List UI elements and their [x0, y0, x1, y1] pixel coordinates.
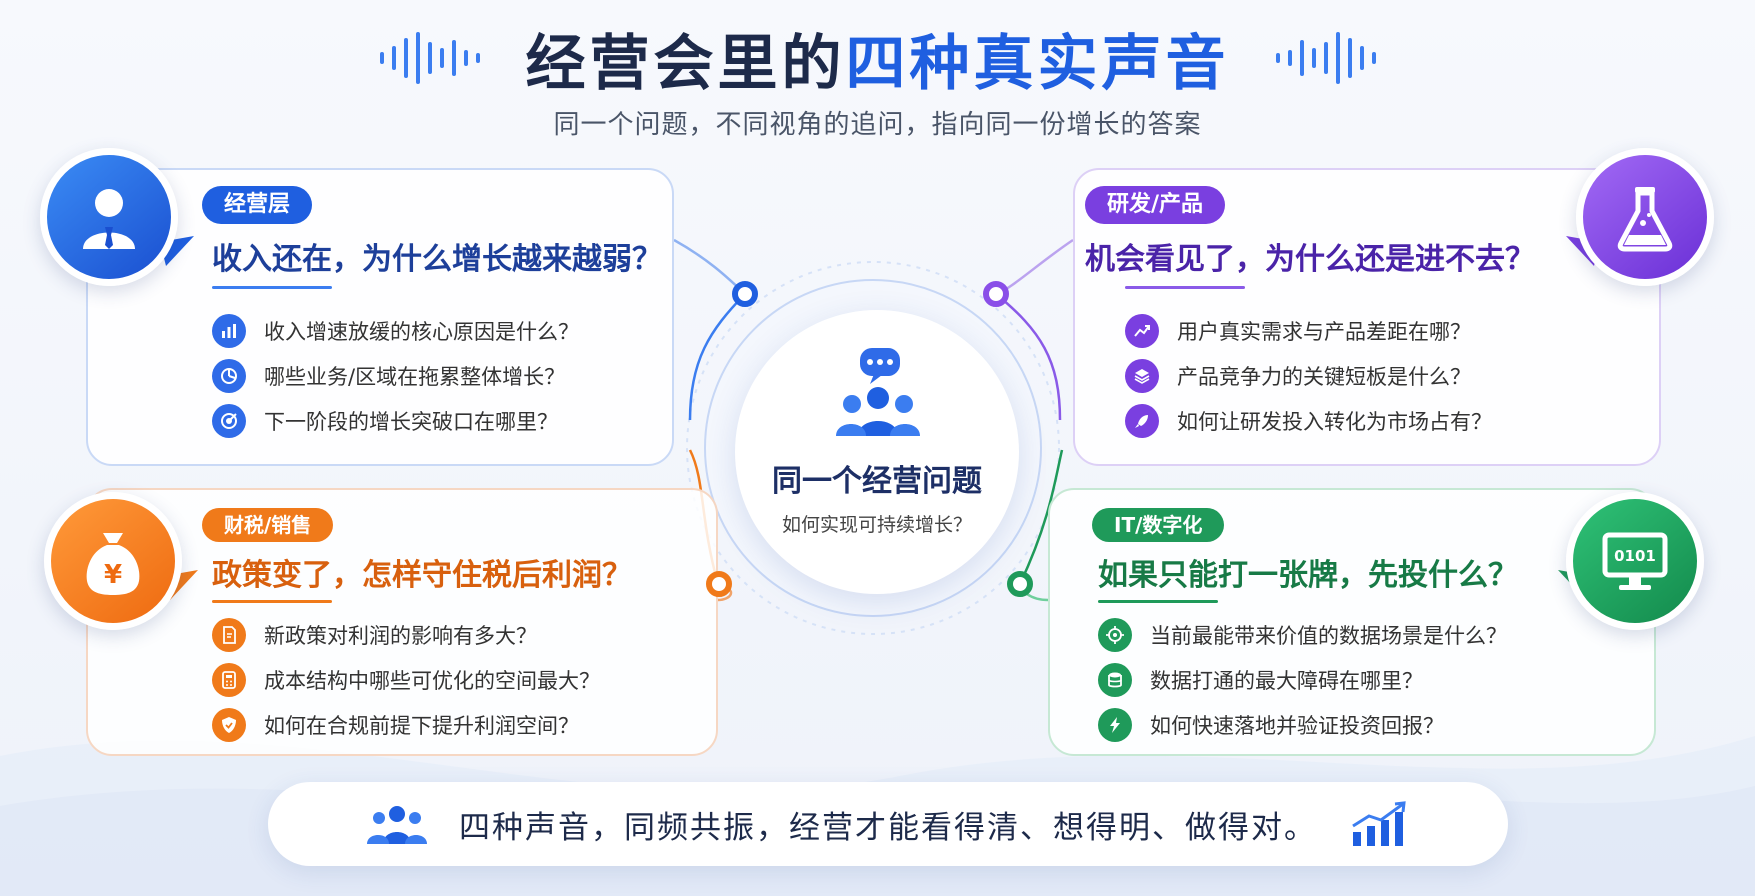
item-text: 如何在合规前提下提升利润空间？: [264, 713, 579, 738]
headline-executive: 收入还在，为什么增长越来越弱？: [212, 242, 662, 277]
team-icon: [367, 806, 427, 844]
tag-finance: 财税/销售: [202, 508, 334, 542]
monitor-icon: 0101: [1602, 532, 1668, 590]
lightning-icon: [1098, 707, 1132, 742]
tag-it: IT/数字化: [1092, 508, 1225, 542]
item-text: 下一阶段的增长突破口在哪里？: [264, 409, 558, 434]
sound-wave-icon: [379, 32, 480, 84]
avatar-rd: [1576, 148, 1714, 286]
card-rd: 研发/产品 机会看见了，为什么还是进不去？ 用户真实需求与产品差距在哪？ 产品竞…: [1073, 168, 1661, 466]
item-text: 如何让研发投入转化为市场占有？: [1177, 409, 1492, 434]
card-executive: 经营层 收入还在，为什么增长越来越弱？ 收入增速放缓的核心原因是什么？ 哪些业务…: [86, 168, 674, 466]
database-icon: [1098, 662, 1132, 697]
divider-executive: [212, 286, 332, 289]
list-executive: 收入增速放缓的核心原因是什么？ 哪些业务/区域在拖累整体增长？ 下一阶段的增长突…: [212, 308, 579, 443]
list-item: 用户真实需求与产品差距在哪？: [1125, 308, 1492, 353]
bar-chart-icon: [212, 313, 246, 348]
center-subtitle: 如何实现可持续增长？: [781, 514, 972, 536]
title-part2-highlight: 四种真实声音: [845, 28, 1230, 99]
divider-finance: [212, 600, 332, 603]
monitor-code-text: 0101: [1614, 547, 1656, 565]
item-text: 数据打通的最大障碍在哪里？: [1150, 668, 1423, 693]
shield-icon: [212, 707, 246, 742]
avatar-finance: ¥: [44, 492, 182, 630]
page-title: 经营会里的四种真实声音: [526, 15, 1230, 102]
pie-chart-icon: [212, 358, 246, 393]
rocket-icon: [1125, 403, 1159, 438]
item-text: 当前最能带来价值的数据场景是什么？: [1150, 623, 1507, 648]
headline-it: 如果只能打一张牌，先投什么？: [1098, 558, 1518, 593]
item-text: 哪些业务/区域在拖累整体增长？: [264, 364, 566, 389]
list-item: 如何让研发投入转化为市场占有？: [1125, 398, 1492, 443]
item-text: 成本结构中哪些可优化的空间最大？: [264, 668, 600, 693]
headline-finance: 政策变了，怎样守住税后利润？: [212, 558, 632, 593]
center-title: 同一个经营问题: [772, 464, 982, 499]
list-item: 如何在合规前提下提升利润空间？: [212, 702, 600, 747]
title-part1: 经营会里的: [525, 28, 846, 99]
tag-rd: 研发/产品: [1085, 186, 1226, 224]
money-bag-icon: ¥: [86, 533, 140, 595]
connector-node-finance: [706, 571, 732, 597]
list-it: 当前最能带来价值的数据场景是什么？ 数据打通的最大障碍在哪里？ 如何快速落地并验…: [1098, 612, 1507, 747]
footer-text: 四种声音，同频共振，经营才能看得清、想得明、做得对。: [459, 809, 1317, 846]
item-text: 用户真实需求与产品差距在哪？: [1177, 319, 1471, 344]
growth-chart-icon: [1352, 801, 1406, 846]
list-item: 新政策对利润的影响有多大？: [212, 612, 600, 657]
list-item: 如何快速落地并验证投资回报？: [1098, 702, 1507, 747]
calculator-icon: [212, 662, 246, 697]
card-finance: 财税/销售 政策变了，怎样守住税后利润？ 新政策对利润的影响有多大？ 成本结构中…: [86, 488, 718, 756]
list-item: 哪些业务/区域在拖累整体增长？: [212, 353, 579, 398]
item-text: 产品竞争力的关键短板是什么？: [1177, 364, 1471, 389]
list-item: 收入增速放缓的核心原因是什么？: [212, 308, 579, 353]
layers-icon: [1125, 358, 1159, 393]
avatar-executive: [40, 148, 178, 286]
card-it: IT/数字化 如果只能打一张牌，先投什么？ 当前最能带来价值的数据场景是什么？ …: [1048, 488, 1656, 756]
connector-node-it: [1007, 571, 1033, 597]
divider-rd: [1125, 286, 1245, 289]
business-person-icon: [83, 189, 135, 249]
sound-wave-icon: [1275, 32, 1376, 84]
crosshair-icon: [1098, 617, 1132, 652]
page-subtitle: 同一个问题，不同视角的追问，指向同一份增长的答案: [553, 110, 1202, 140]
flask-icon: [1617, 187, 1673, 252]
connector-node-rd: [983, 281, 1009, 307]
headline-rd: 机会看见了，为什么还是进不去？: [1085, 242, 1535, 277]
list-item: 下一阶段的增长突破口在哪里？: [212, 398, 579, 443]
tag-executive: 经营层: [202, 186, 313, 224]
document-icon: [212, 617, 246, 652]
avatar-it: 0101: [1566, 492, 1704, 630]
team-discussion-icon: [836, 348, 920, 436]
svg-text:¥: ¥: [104, 560, 122, 590]
target-icon: [212, 403, 246, 438]
item-text: 新政策对利润的影响有多大？: [264, 623, 537, 648]
footer-bar: 四种声音，同频共振，经营才能看得清、想得明、做得对。: [268, 782, 1508, 866]
trend-icon: [1125, 313, 1159, 348]
list-finance: 新政策对利润的影响有多大？ 成本结构中哪些可优化的空间最大？ 如何在合规前提下提…: [212, 612, 600, 747]
divider-it: [1098, 600, 1218, 603]
list-rd: 用户真实需求与产品差距在哪？ 产品竞争力的关键短板是什么？ 如何让研发投入转化为…: [1125, 308, 1492, 443]
item-text: 如何快速落地并验证投资回报？: [1150, 713, 1444, 738]
list-item: 产品竞争力的关键短板是什么？: [1125, 353, 1492, 398]
item-text: 收入增速放缓的核心原因是什么？: [264, 319, 579, 344]
list-item: 成本结构中哪些可优化的空间最大？: [212, 657, 600, 702]
list-item: 数据打通的最大障碍在哪里？: [1098, 657, 1507, 702]
title-row: 经营会里的四种真实声音: [0, 18, 1755, 99]
connector-node-executive: [732, 281, 758, 307]
list-item: 当前最能带来价值的数据场景是什么？: [1098, 612, 1507, 657]
